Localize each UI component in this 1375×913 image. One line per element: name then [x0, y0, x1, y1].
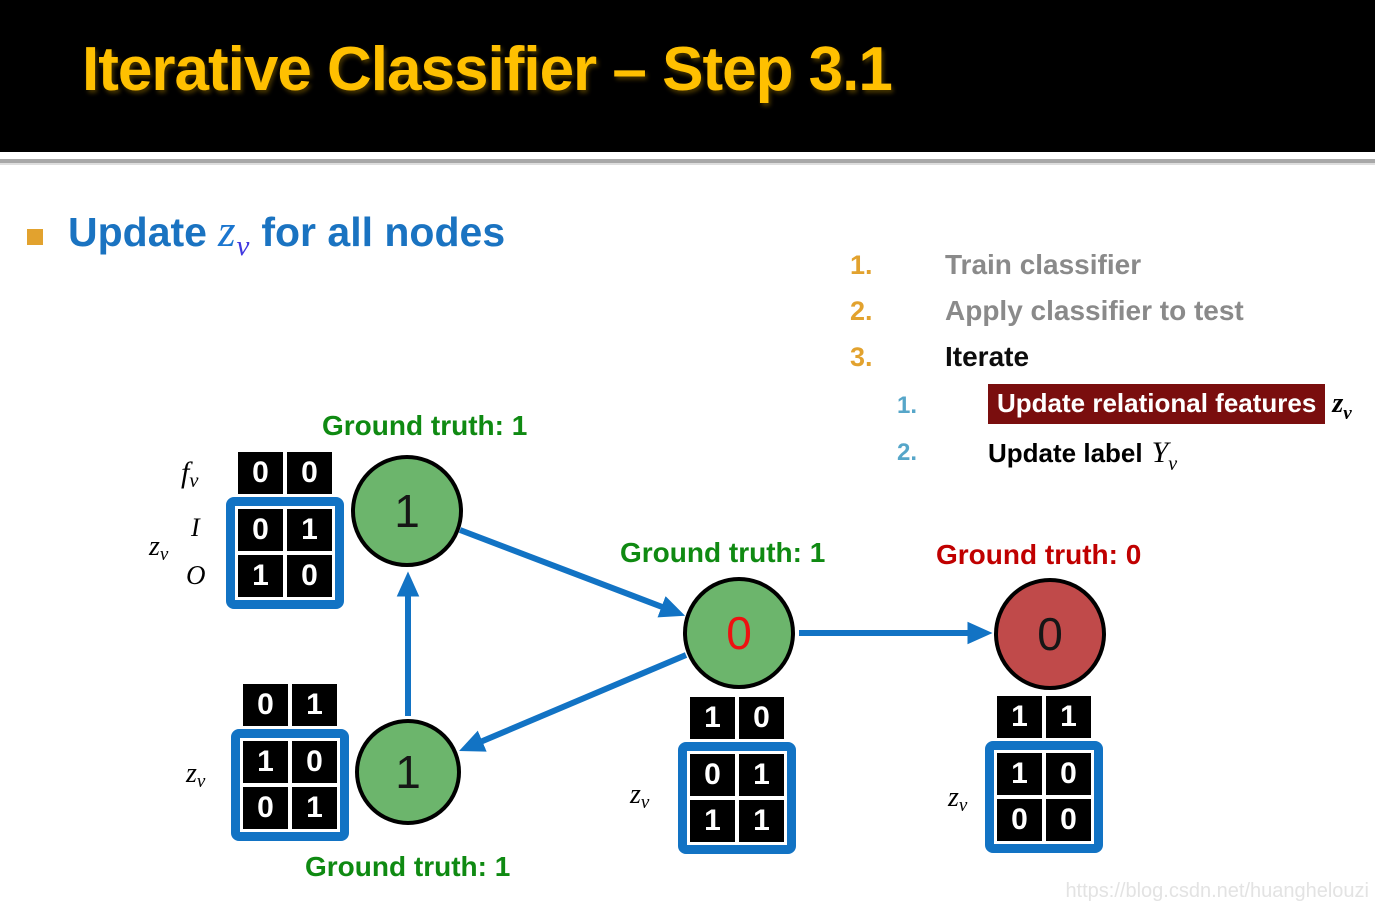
- matrix-cell: 0: [1046, 753, 1091, 795]
- zv-label-middle: zv: [630, 779, 650, 813]
- watermark-url: https://blog.csdn.net/huanghelouzi: [1065, 880, 1369, 902]
- zv-highlight-box: 1 0 0 0: [985, 741, 1103, 853]
- matrix-cell: 0: [238, 452, 283, 494]
- step-1-number: 1.: [850, 250, 873, 280]
- matrix-cell: 1: [292, 787, 337, 829]
- matrix-cell: 0: [739, 697, 784, 739]
- zv-label-bottom-left: zv: [186, 758, 206, 792]
- matrix-cell: 1: [690, 697, 735, 739]
- step-3-label: Iterate: [945, 341, 1030, 372]
- math-zv-substep: zv: [1332, 388, 1352, 424]
- feature-matrix-middle: 1 0 0 1 1 1: [678, 697, 796, 854]
- step-2-label: Apply classifier to test: [945, 295, 1244, 326]
- bullet-square-icon: [27, 229, 43, 245]
- feature-matrix-bottom-left: 0 1 1 0 0 1: [231, 684, 349, 841]
- matrix-cell: 0: [287, 452, 332, 494]
- matrix-cell: 1: [1046, 696, 1091, 738]
- matrix-cell: 0: [997, 799, 1042, 841]
- matrix-cell: 0: [1046, 799, 1091, 841]
- matrix-cell: 0: [292, 741, 337, 783]
- zv-highlight-box: 0 1 1 1: [678, 742, 796, 854]
- graph-node-top-left: 1: [351, 455, 463, 567]
- step-2-number: 2.: [850, 296, 873, 326]
- substep-2-label: Update label: [988, 438, 1143, 468]
- matrix-cell: 1: [287, 509, 332, 551]
- edge-middle-to-bottomleft: [459, 652, 688, 752]
- matrix-cell: 1: [739, 754, 784, 796]
- ground-truth-right: Ground truth: 0: [936, 539, 1142, 570]
- step-1-label: Train classifier: [945, 249, 1142, 280]
- zv-highlight-box: 0 1 1 0: [226, 497, 344, 609]
- node-value: 1: [395, 746, 421, 798]
- matrix-cell: 0: [243, 684, 288, 726]
- matrix-cell: 1: [292, 684, 337, 726]
- matrix-cell: 0: [287, 555, 332, 597]
- substep-1-highlight: Update relational features: [988, 384, 1326, 424]
- matrix-cell: 1: [739, 800, 784, 842]
- zv-label-right: zv: [948, 782, 968, 816]
- node-value: 0: [726, 607, 752, 659]
- zv-label-top-left: zv: [149, 531, 169, 565]
- matrix-cell: 1: [243, 741, 288, 783]
- substep-2-number: 2.: [897, 439, 918, 466]
- header-divider: [0, 159, 1375, 163]
- substep-2: Update label Yv: [988, 436, 1177, 476]
- outgoing-row-label: O: [186, 560, 206, 590]
- page-title: Iterative Classifier – Step 3.1: [82, 35, 893, 104]
- slide-header: Iterative Classifier – Step 3.1: [0, 0, 1375, 152]
- graph-node-middle: 0: [683, 577, 795, 689]
- ground-truth-top-left: Ground truth: 1: [322, 410, 528, 441]
- matrix-cell: 0: [690, 754, 735, 796]
- zv-highlight-box: 1 0 0 1: [231, 729, 349, 841]
- graph-node-bottom-left: 1: [355, 719, 461, 825]
- feature-vector-label: fv: [181, 456, 199, 492]
- node-value: 0: [1037, 608, 1063, 660]
- math-yv: Yv: [1151, 436, 1178, 475]
- header-divider-highlight: [0, 163, 1375, 165]
- feature-matrix-right: 1 1 1 0 0 0: [985, 696, 1103, 853]
- bullet-text-post: for all nodes: [261, 209, 506, 255]
- matrix-cell: 0: [238, 509, 283, 551]
- feature-matrix-top-left: 0 0 0 1 1 0: [226, 452, 344, 609]
- ground-truth-bottom-left: Ground truth: 1: [305, 851, 511, 882]
- substep-1-number: 1.: [897, 392, 918, 419]
- node-value: 1: [394, 485, 420, 537]
- bullet-text-pre: Update: [68, 209, 207, 255]
- matrix-cell: 1: [997, 753, 1042, 795]
- step-3-number: 3.: [850, 342, 873, 372]
- math-zv: zv: [217, 206, 250, 262]
- matrix-cell: 1: [238, 555, 283, 597]
- incoming-row-label: I: [191, 513, 200, 542]
- matrix-cell: 1: [997, 696, 1042, 738]
- ground-truth-middle: Ground truth: 1: [620, 537, 826, 568]
- graph-node-right: 0: [994, 578, 1106, 690]
- matrix-cell: 0: [243, 787, 288, 829]
- matrix-cell: 1: [690, 800, 735, 842]
